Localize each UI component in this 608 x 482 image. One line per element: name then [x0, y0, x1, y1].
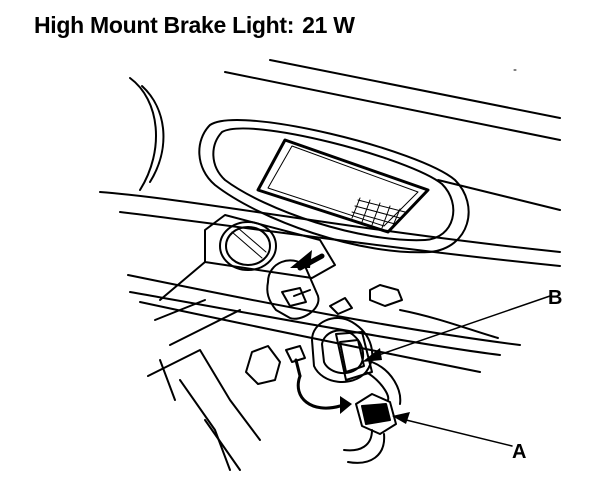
title-label: High Mount Brake Light: [34, 12, 295, 38]
page-title: High Mount Brake Light: 21 W [34, 12, 355, 39]
mounting-bracket [147, 214, 403, 471]
wedge-bulb [266, 259, 320, 320]
callout-a: A [512, 441, 526, 463]
leader-arrowhead-a [392, 412, 410, 424]
twist-arrow [294, 358, 352, 414]
leader-arrowhead-b [362, 348, 382, 362]
roof-lines [224, 59, 561, 211]
leader-lines [369, 295, 551, 447]
wire-harness [365, 309, 499, 405]
socket-clip [245, 345, 306, 385]
pull-arrow [290, 250, 325, 271]
title-wattage: 21 W [302, 12, 355, 38]
lens [256, 138, 430, 234]
callout-b: B [548, 287, 562, 309]
left-panel-edge [129, 77, 165, 191]
bulb-socket [311, 317, 374, 384]
socket-ring [219, 221, 277, 271]
brake-light-housing [198, 119, 470, 254]
connector [343, 393, 397, 464]
